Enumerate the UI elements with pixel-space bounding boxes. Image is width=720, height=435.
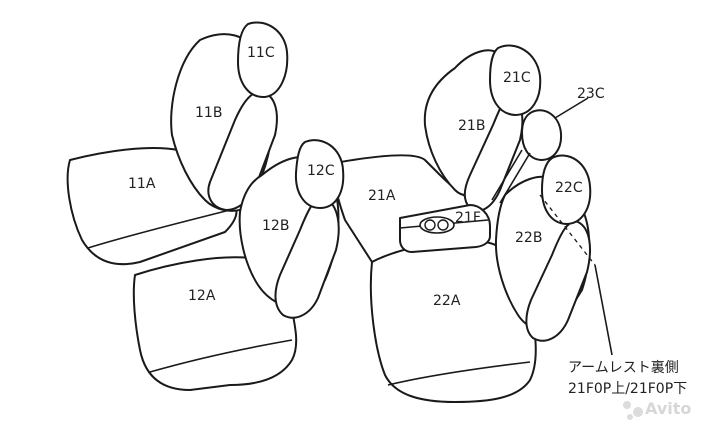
note-leader-line	[594, 264, 613, 356]
label-23c: 23C	[577, 86, 605, 102]
note-leader-dashed	[539, 194, 596, 266]
panel-12b-bolster	[274, 196, 340, 319]
label-21b: 21B	[458, 118, 485, 134]
panel-11b-bolster	[207, 90, 278, 211]
label-12a: 12A	[188, 288, 216, 304]
label-21a: 21A	[368, 188, 396, 204]
panel-22b-bolster	[525, 220, 591, 342]
label-11c: 11C	[247, 45, 275, 61]
label-11b: 11B	[195, 105, 222, 121]
note-armrest-back: アームレスト裏側	[568, 359, 679, 376]
label-12c: 12C	[307, 163, 335, 179]
label-22c: 22C	[555, 180, 583, 196]
label-21c: 21C	[503, 70, 531, 86]
panel-23c	[521, 109, 563, 161]
panel-21c	[489, 44, 542, 116]
panel-12c	[294, 139, 345, 209]
watermark-text: Avito	[645, 399, 691, 418]
label-22a: 22A	[433, 293, 461, 309]
panel-11c	[237, 21, 289, 99]
cup-holder-icon	[419, 216, 455, 234]
label-12b: 12B	[262, 218, 289, 234]
watermark: Avito	[623, 399, 691, 420]
note-armrest-parts: 21F0P上/21F0P下	[568, 381, 687, 397]
panel-22c	[541, 154, 592, 225]
label-11a: 11A	[128, 176, 156, 192]
label-21f: 21F	[455, 210, 481, 226]
panel-12a	[132, 256, 298, 391]
label-22b: 22B	[515, 230, 542, 246]
